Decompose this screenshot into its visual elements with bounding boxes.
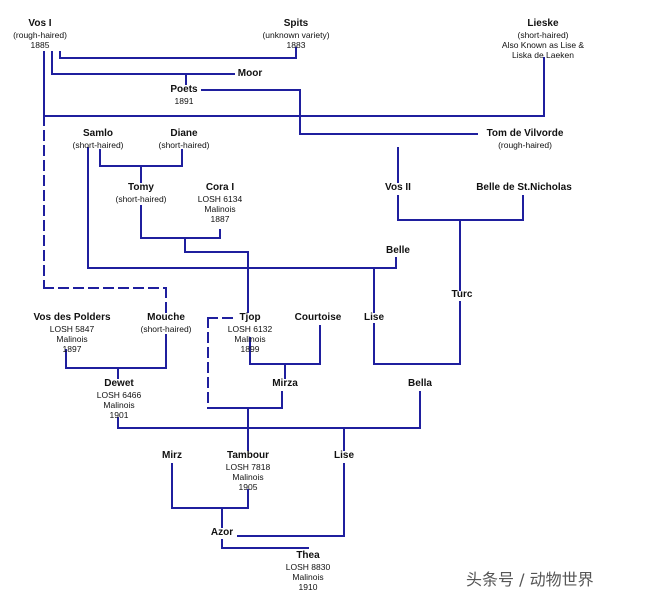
node-tomy: Tomy(short-haired) — [115, 182, 166, 204]
node-name: Dewet — [104, 378, 134, 389]
node-name: Poets — [170, 84, 198, 95]
node-detail: (unknown variety) — [262, 30, 330, 40]
node-detail: 1905 — [238, 482, 258, 492]
node-name: Mirza — [272, 378, 298, 389]
node-detail: LOSH 6134 — [197, 194, 243, 204]
node-detail: Malinois — [232, 472, 264, 482]
node-name: Mirz — [162, 450, 182, 461]
node-name: Bella — [408, 378, 432, 389]
node-name: Thea — [296, 550, 320, 561]
node-detail: LOSH 5847 — [49, 324, 95, 334]
node-name: Turc — [451, 289, 473, 300]
node-detail: 1885 — [30, 40, 50, 50]
node-name: Cora I — [205, 182, 235, 193]
node-detail: (short-haired) — [72, 140, 124, 150]
node-name: Courtoise — [294, 312, 342, 323]
node-detail: LOSH 6466 — [96, 390, 142, 400]
node-name: Diane — [170, 128, 198, 139]
node-detail: LOSH 6132 — [227, 324, 273, 334]
node-detail: (short-haired) — [517, 30, 569, 40]
node-spits: Spits(unknown variety)1883 — [262, 18, 329, 50]
node-tom-de-vilvorde: Tom de Vilvorde(rough-haired) — [487, 128, 564, 150]
node-name: Lieske — [527, 18, 559, 29]
node-detail: Malinois — [234, 334, 266, 344]
node-detail: (rough-haired) — [13, 30, 67, 40]
node-detail: Malinois — [292, 572, 324, 582]
node-mouche: Mouche(short-haired) — [140, 312, 191, 334]
node-name: Tjop — [239, 312, 261, 323]
node-detail: 1891 — [174, 96, 194, 106]
node-name: Lise — [363, 312, 385, 323]
node-name: Belle de St.Nicholas — [476, 182, 572, 193]
node-name: Mouche — [147, 312, 185, 323]
node-vos2: Vos II — [385, 182, 411, 194]
node-name: Moor — [237, 68, 263, 79]
node-name: Spits — [283, 18, 309, 29]
node-detail: (short-haired) — [115, 194, 167, 204]
node-detail: 1901 — [109, 410, 129, 420]
node-lise-2: Lise — [334, 450, 354, 462]
node-detail: Malinois — [103, 400, 135, 410]
node-diane: Diane(short-haired) — [158, 128, 209, 150]
node-courtoise: Courtoise — [295, 312, 342, 324]
node-detail: Malinois — [204, 204, 236, 214]
node-azor: Azor — [211, 527, 233, 539]
node-detail: 1910 — [298, 582, 318, 592]
node-name: Lise — [333, 450, 355, 461]
node-belle: Belle — [386, 245, 410, 257]
node-detail: (short-haired) — [140, 324, 192, 334]
node-detail: 1883 — [286, 40, 306, 50]
node-detail: Liska de Laeken — [512, 50, 574, 60]
node-name: Vos des Polders — [33, 312, 111, 323]
node-mirza: Mirza — [272, 378, 298, 390]
node-lise-1: Lise — [364, 312, 384, 324]
node-detail: LOSH 7818 — [225, 462, 271, 472]
node-name: Vos II — [385, 182, 411, 193]
node-detail: Also Known as Lise & — [501, 40, 585, 50]
watermark-text: 头条号 / 动物世界 — [466, 570, 594, 589]
node-detail: (rough-haired) — [498, 140, 552, 150]
node-vos1: Vos I(rough-haired)1885 — [13, 18, 67, 50]
node-name: Azor — [210, 527, 234, 538]
node-bella: Bella — [408, 378, 432, 390]
node-name: Tomy — [128, 182, 154, 193]
node-lieske: Lieske(short-haired)Also Known as Lise &… — [502, 18, 584, 60]
node-moor: Moor — [238, 68, 262, 80]
node-belle-st-nicholas: Belle de St.Nicholas — [476, 182, 572, 194]
node-detail: (short-haired) — [158, 140, 210, 150]
node-detail: 1887 — [210, 214, 230, 224]
node-detail: 1899 — [240, 344, 260, 354]
node-detail: 1897 — [62, 344, 82, 354]
node-samlo: Samlo(short-haired) — [72, 128, 123, 150]
node-turc: Turc — [452, 289, 473, 301]
node-mirz: Mirz — [162, 450, 182, 462]
node-name: Vos I — [28, 18, 52, 29]
node-name: Tambour — [226, 450, 270, 461]
node-name: Samlo — [82, 128, 113, 139]
node-name: Belle — [386, 245, 410, 256]
node-detail: Malinois — [56, 334, 88, 344]
node-detail: LOSH 8830 — [285, 562, 331, 572]
node-name: Tom de Vilvorde — [486, 128, 564, 139]
